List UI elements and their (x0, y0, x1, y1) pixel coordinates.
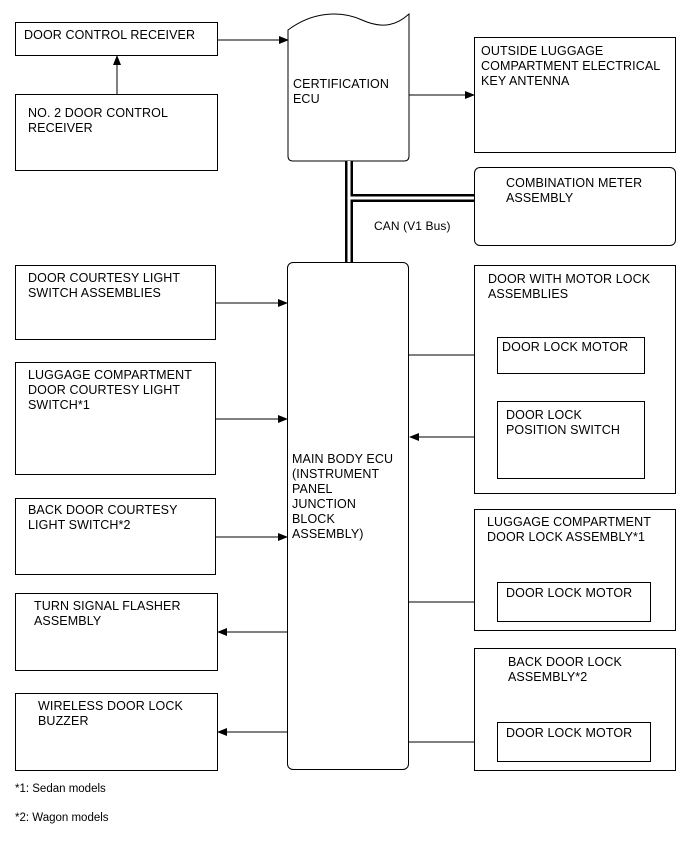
door-courtesy-switches-box: DOOR COURTESY LIGHT SWITCH ASSEMBLIES (15, 265, 216, 340)
door-lock-motor-2-box: DOOR LOCK MOTOR (497, 582, 651, 622)
door-control-receiver-label: DOOR CONTROL RECEIVER (24, 28, 196, 42)
main-body-ecu-box: MAIN BODY ECU (INSTRUMENT PANEL JUNCTION… (287, 262, 409, 770)
door-lock-motor-3-label: DOOR LOCK MOTOR (506, 726, 633, 740)
turn-signal-flasher-box: TURN SIGNAL FLASHER ASSEMBLY (15, 593, 218, 671)
combination-meter-label: COMBINATION METER ASSEMBLY (506, 176, 643, 205)
door-lock-motor-1-box: DOOR LOCK MOTOR (497, 337, 645, 374)
door-control-receiver-box: DOOR CONTROL RECEIVER (15, 22, 218, 56)
outside-luggage-antenna-label: OUTSIDE LUGGAGE COMPARTMENT ELECTRICAL K… (481, 44, 661, 88)
door-lock-position-switch-label: DOOR LOCK POSITION SWITCH (506, 408, 620, 437)
no2-door-control-receiver-label: NO. 2 DOOR CONTROL RECEIVER (28, 106, 169, 135)
outside-luggage-antenna-box: OUTSIDE LUGGAGE COMPARTMENT ELECTRICAL K… (474, 37, 676, 153)
can-bus-label: CAN (V1 Bus) (374, 219, 451, 233)
door-lock-position-switch-box: DOOR LOCK POSITION SWITCH (497, 401, 645, 479)
door-courtesy-switches-label: DOOR COURTESY LIGHT SWITCH ASSEMBLIES (28, 271, 181, 300)
footnote-wagon: *2: Wagon models (15, 812, 109, 824)
wireless-door-lock-buzzer-label: WIRELESS DOOR LOCK BUZZER (38, 699, 183, 728)
wireless-door-lock-buzzer-box: WIRELESS DOOR LOCK BUZZER (15, 693, 218, 771)
turn-signal-flasher-label: TURN SIGNAL FLASHER ASSEMBLY (34, 599, 181, 628)
door-with-motor-lock-label: DOOR WITH MOTOR LOCK ASSEMBLIES (488, 272, 651, 301)
footnote-sedan: *1: Sedan models (15, 783, 106, 795)
certification-ecu-label: CERTIFICATION ECU (293, 77, 389, 106)
combination-meter-box: COMBINATION METER ASSEMBLY (474, 167, 676, 246)
can-bus-inner (347, 161, 475, 262)
luggage-door-lock-assembly-label: LUGGAGE COMPARTMENT DOOR LOCK ASSEMBLY*1 (487, 515, 651, 544)
back-door-courtesy-switch-box: BACK DOOR COURTESY LIGHT SWITCH*2 (15, 498, 216, 575)
door-lock-motor-2-label: DOOR LOCK MOTOR (506, 586, 633, 600)
luggage-courtesy-switch-box: LUGGAGE COMPARTMENT DOOR COURTESY LIGHT … (15, 362, 216, 475)
can-bus-outer (345, 161, 475, 262)
luggage-courtesy-switch-label: LUGGAGE COMPARTMENT DOOR COURTESY LIGHT … (28, 368, 192, 412)
door-lock-motor-3-box: DOOR LOCK MOTOR (497, 722, 651, 762)
back-door-lock-assembly-label: BACK DOOR LOCK ASSEMBLY*2 (508, 655, 622, 684)
main-body-ecu-label: MAIN BODY ECU (INSTRUMENT PANEL JUNCTION… (292, 452, 394, 541)
back-door-courtesy-switch-label: BACK DOOR COURTESY LIGHT SWITCH*2 (28, 503, 178, 532)
no2-door-control-receiver-box: NO. 2 DOOR CONTROL RECEIVER (15, 94, 218, 171)
door-lock-motor-1-label: DOOR LOCK MOTOR (502, 340, 629, 354)
certification-ecu-shape (287, 12, 410, 162)
can-bus (345, 161, 475, 262)
